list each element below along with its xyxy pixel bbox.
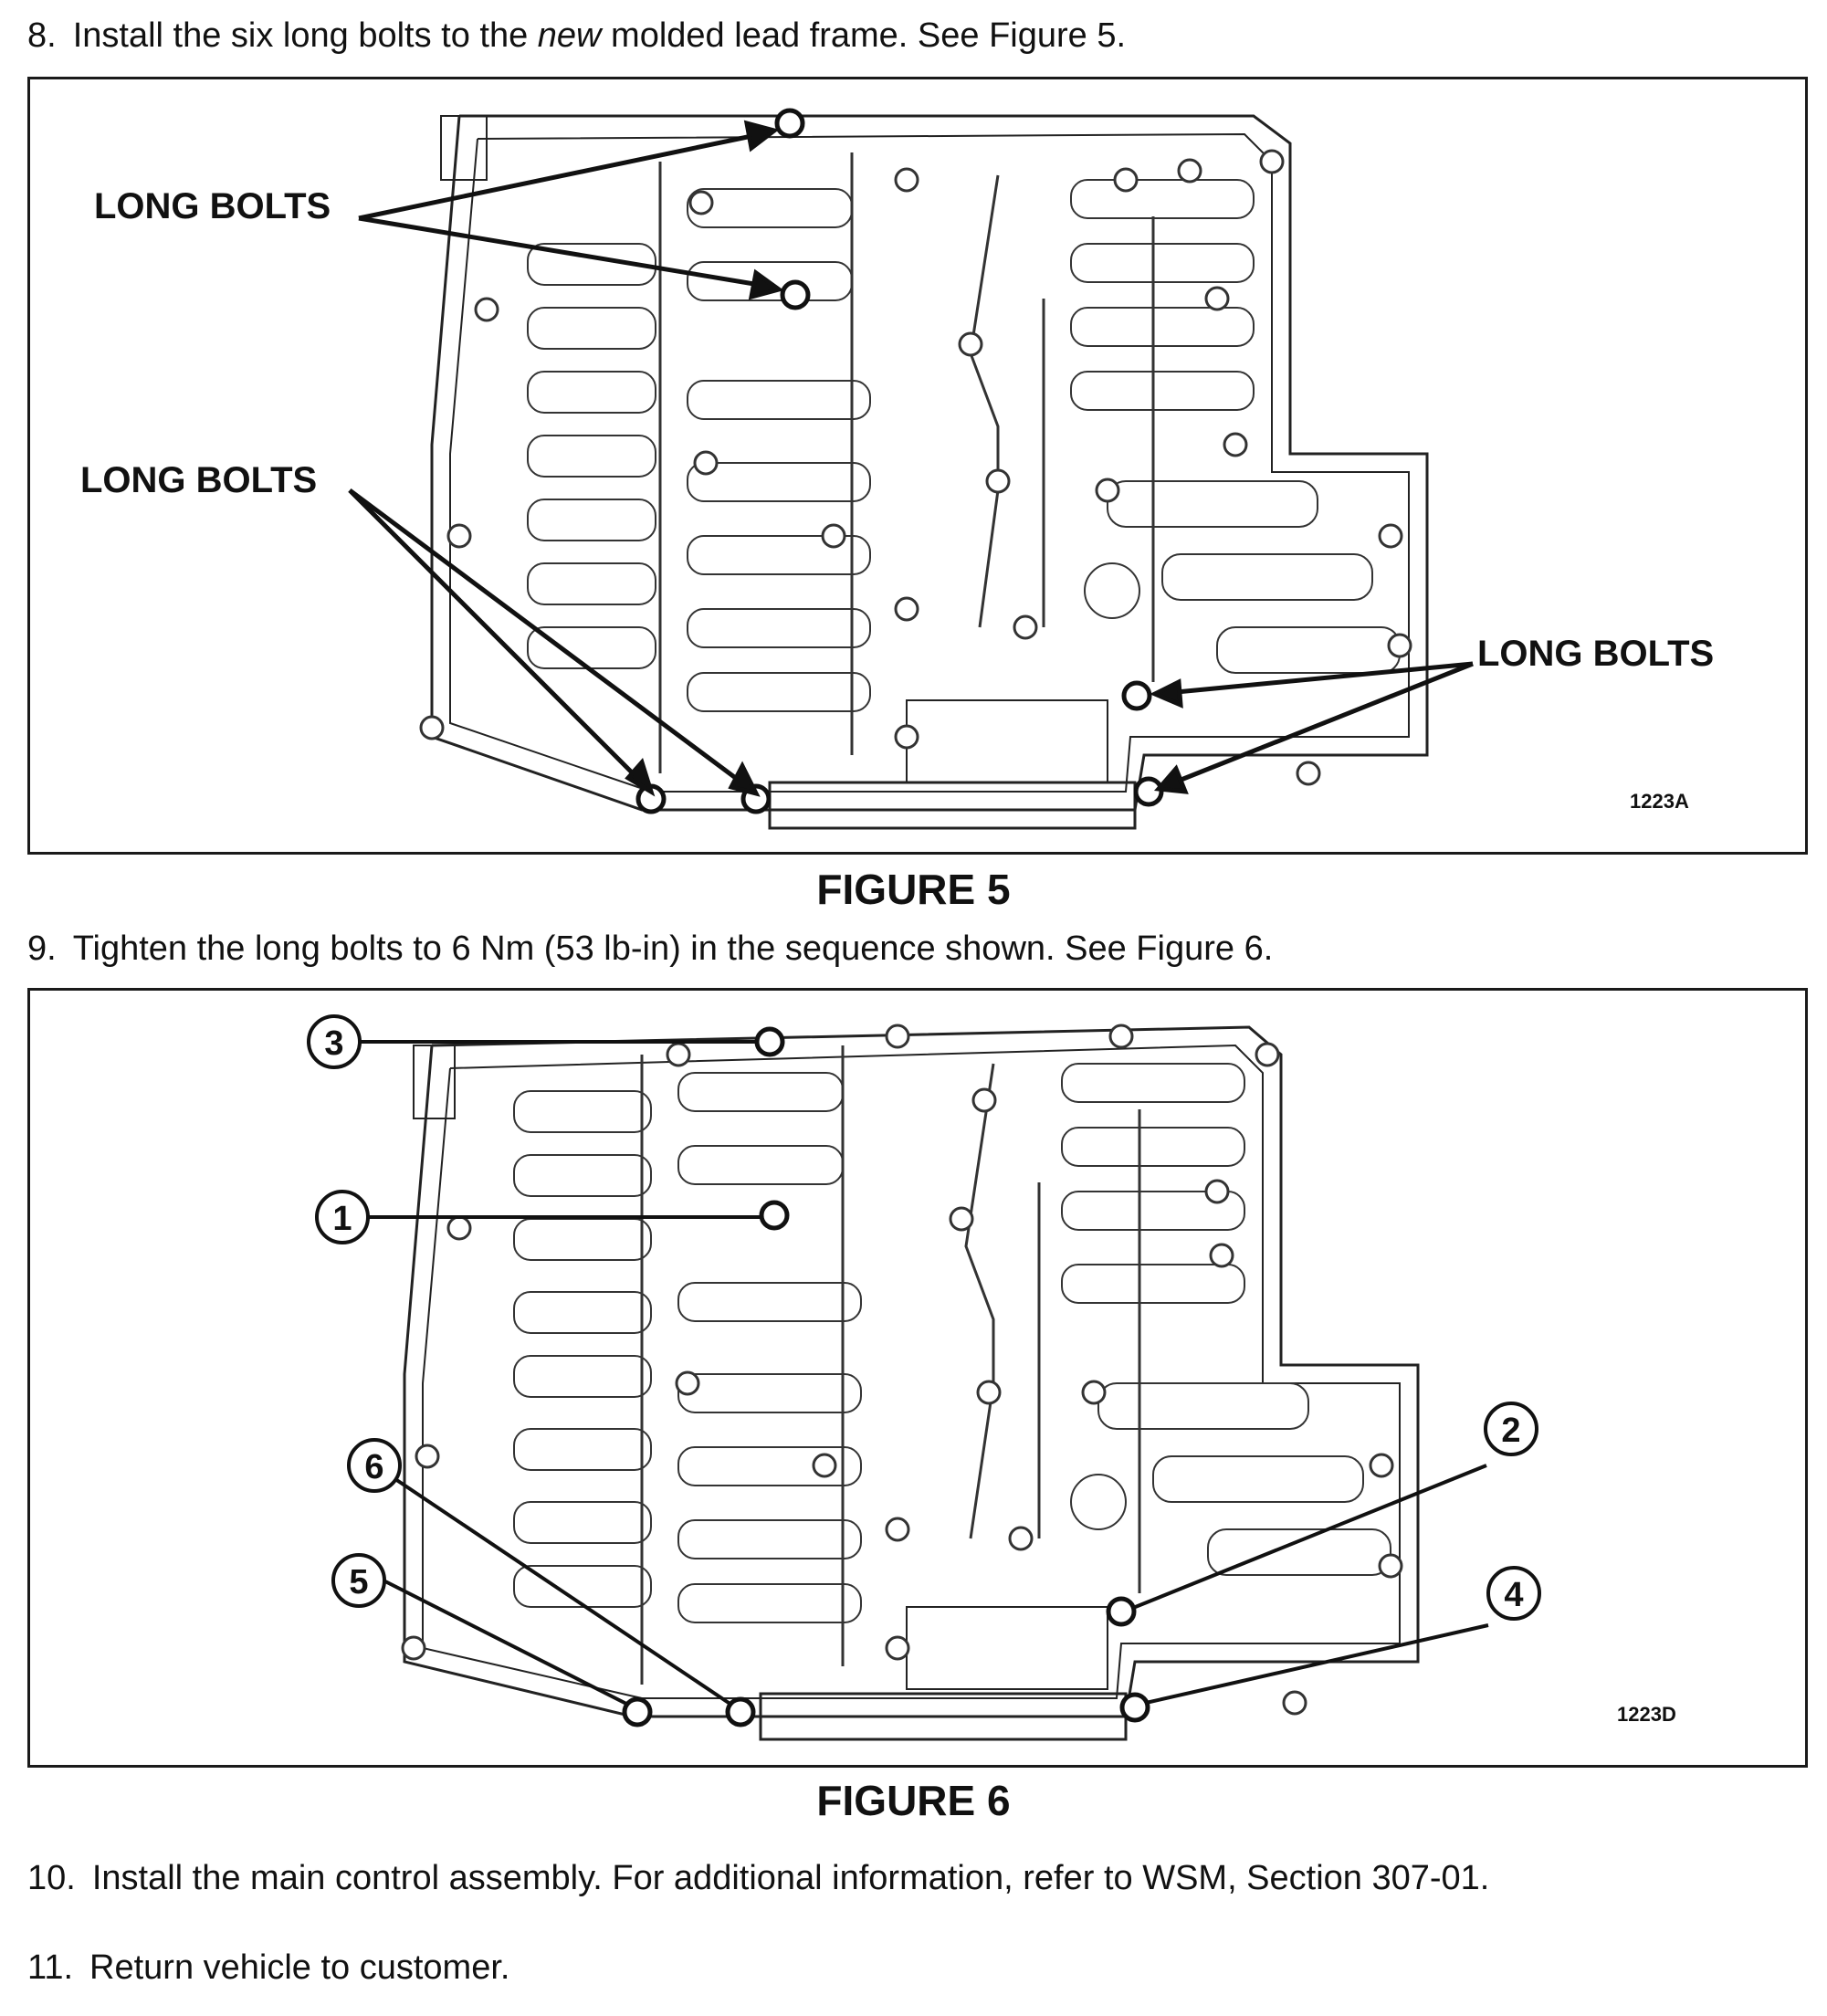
step-number: 9. — [27, 929, 57, 968]
step-8: 8.Install the six long bolts to the new … — [27, 15, 1126, 57]
bolt-head-icon — [725, 1696, 756, 1727]
bolt-head-icon — [774, 108, 805, 139]
step-text: Install the six long bolts to the — [72, 16, 538, 55]
step-text: Tighten the long bolts to 6 Nm (53 lb-in… — [72, 929, 1274, 968]
sequence-number: 3 — [324, 1024, 343, 1063]
sequence-circle-icon — [331, 1553, 386, 1608]
bolt-head-icon — [1106, 1596, 1137, 1627]
valve-spools-right — [1070, 179, 1401, 674]
callout-long-bolts-top: LONG BOLTS — [94, 186, 331, 226]
linkage-bars — [640, 1045, 1141, 1685]
bolt-head-icon — [759, 1200, 790, 1231]
step-text: Return vehicle to customer. — [89, 1948, 510, 1987]
step-text-emphasis: new — [537, 16, 602, 55]
sequence-number: 4 — [1504, 1576, 1523, 1614]
sequence-circle-icon — [307, 1014, 362, 1069]
sequence-number: 6 — [364, 1448, 383, 1486]
valve-body-drawing: 3 1 6 5 2 4 1223D — [307, 1014, 1676, 1741]
sequence-circle-icon — [1486, 1566, 1541, 1621]
figure-code: 1223D — [1617, 1703, 1676, 1726]
figure-5-caption: FIGURE 5 — [816, 866, 1011, 913]
leader-arrows — [348, 120, 1474, 797]
sequence-number: 2 — [1501, 1412, 1520, 1450]
valve-spools-left — [513, 1072, 862, 1623]
sequence-circle-icon — [315, 1190, 370, 1244]
small-bolts — [419, 149, 1412, 786]
linkage-bars — [658, 152, 1155, 773]
step-9: 9. Tighten the long bolts to 6 Nm (53 lb-… — [27, 928, 1273, 970]
figure-6-caption: FIGURE 6 — [816, 1777, 1011, 1824]
callout-long-bolts-bottom-left: LONG BOLTS — [80, 460, 317, 500]
valve-body-drawing: LONG BOLTS LONG BOLTS LONG BOLTS 1223A — [80, 108, 1714, 830]
figure-5-frame: LONG BOLTS LONG BOLTS LONG BOLTS 1223A — [27, 77, 1808, 855]
callout-long-bolts-right: LONG BOLTS — [1477, 634, 1714, 674]
long-bolts — [635, 108, 1164, 814]
step-10: 10. Install the main control assembly. Fo… — [27, 1857, 1489, 1899]
step-number: 11. — [27, 1948, 74, 1987]
step-text: molded lead frame. See Figure 5. — [601, 16, 1127, 55]
bolt-head-icon — [1119, 1692, 1150, 1723]
sequence-markers — [307, 1014, 1541, 1621]
sequence-number: 1 — [332, 1200, 352, 1238]
long-bolts — [622, 1026, 1150, 1727]
sequence-leaders — [359, 1040, 1489, 1706]
sequence-circle-icon — [347, 1438, 402, 1493]
figure-code: 1223A — [1630, 790, 1689, 813]
sequence-number: 5 — [349, 1563, 368, 1601]
bolt-head-icon — [1133, 776, 1164, 807]
bolt-head-icon — [1121, 680, 1152, 711]
step-number: 10. — [27, 1859, 76, 1897]
step-text: Install the main control assembly. For a… — [91, 1859, 1490, 1897]
bolt-head-icon — [754, 1026, 785, 1057]
valve-spools-left — [527, 188, 871, 712]
bolt-head-icon — [622, 1696, 653, 1727]
figure-6-frame: 3 1 6 5 2 4 1223D — [27, 988, 1808, 1768]
bolt-head-icon — [780, 279, 811, 310]
step-number: 8. — [27, 16, 57, 55]
step-11: 11. Return vehicle to customer. — [27, 1947, 509, 1989]
valve-spools-right — [1061, 1063, 1391, 1576]
small-bolts — [401, 1024, 1403, 1716]
sequence-circle-icon — [1484, 1402, 1538, 1456]
